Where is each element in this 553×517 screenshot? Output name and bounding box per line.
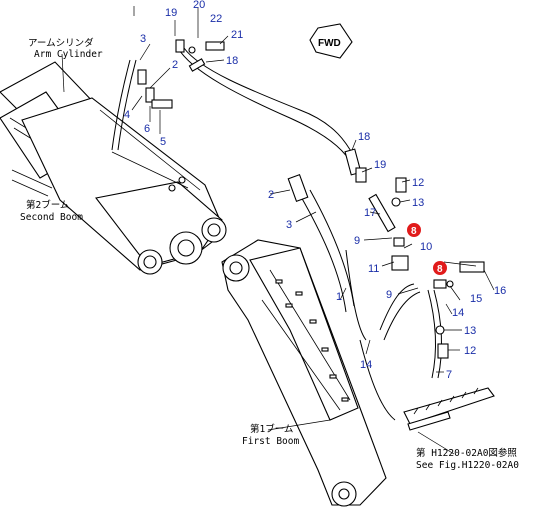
leader-lines [61,6,495,455]
callout-14-right: 14 [452,307,464,319]
callout-8-top: 8 [411,226,417,237]
callout-1: 1 [336,291,342,303]
callout-3-mid: 3 [286,219,292,231]
first-boom-label-jp: 第1ブーム [250,423,293,435]
callout-6: 6 [144,123,150,135]
reference-label-jp: 第 H1220-02A0図参照 [416,447,517,459]
callout-20: 20 [193,0,205,11]
clamp-bracket [403,387,495,431]
callout-12-bottom: 12 [464,345,476,357]
callout-16: 16 [494,285,506,297]
fwd-arrow: FWD [309,23,353,59]
callout-21: 21 [231,29,243,41]
callout-2-top: 2 [172,59,178,71]
callout-8-bottom-dot [433,261,447,275]
callout-19-top: 19 [165,7,177,19]
first-boom-label-en: First Boom [242,436,299,447]
callout-3-top: 3 [140,33,146,45]
highlight-callouts: 8 8 [407,223,447,275]
callout-numbers: 19 20 22 21 18 3 2 4 6 5 2 3 18 19 12 13… [124,0,506,381]
arm-cylinder-label-jp: アームシリンダ [28,37,94,49]
callout-18-top: 18 [226,55,238,67]
reference-label-en: See Fig.H1220-02A0 [416,460,519,471]
callout-13-bottom: 13 [464,325,476,337]
callout-14-left: 14 [360,359,372,371]
fittings [137,39,485,359]
callout-4: 4 [124,109,130,121]
callout-9-top: 9 [354,235,360,247]
callout-22: 22 [210,13,222,25]
callout-11: 11 [368,263,379,275]
callout-8-bottom: 8 [437,264,443,275]
callout-17: 17 [364,207,376,219]
second-boom [11,97,227,275]
callout-9-mid: 9 [386,289,392,301]
captions: アームシリンダ Arm Cylinder 第2ブーム Second Boom 第… [20,37,519,471]
callout-18-mid: 18 [358,131,370,143]
callout-2-mid: 2 [268,189,274,201]
callout-12-top: 12 [412,177,424,189]
fwd-label: FWD [318,38,341,49]
callout-19-mid: 19 [374,159,386,171]
callout-7: 7 [446,369,452,381]
second-boom-label-en: Second Boom [20,212,83,223]
callout-10: 10 [420,241,432,253]
callout-15: 15 [470,293,482,305]
callout-5: 5 [160,136,166,148]
callout-8-top-dot [407,223,421,237]
second-boom-label-jp: 第2ブーム [26,199,69,211]
arm-cylinder-label-en: Arm Cylinder [34,49,103,60]
first-boom [221,239,387,507]
callout-13-top: 13 [412,197,424,209]
